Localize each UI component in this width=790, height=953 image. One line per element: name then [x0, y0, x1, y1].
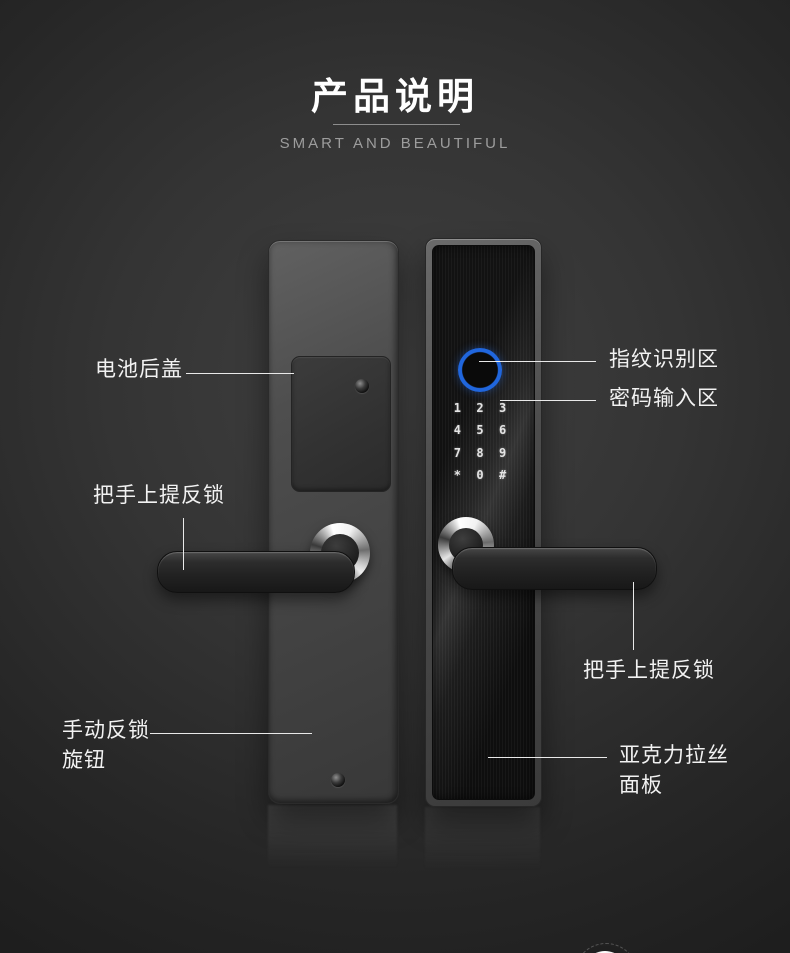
keypad-key-1: 1	[453, 401, 461, 416]
page-subtitle: SMART AND BEAUTIFUL	[279, 135, 511, 152]
acrylic-panel-label: 亚克力拉丝 面板	[619, 741, 729, 801]
back-lock-reflection	[268, 805, 397, 879]
password-keypad: 1 2 3 4 5 6 7 8 9 * 0 #	[446, 397, 514, 486]
back-door-handle	[157, 551, 355, 593]
keypad-key-hash: #	[499, 467, 507, 482]
password-callout-line	[500, 400, 596, 401]
keypad-key-4: 4	[453, 423, 461, 438]
battery-cover-callout-line	[186, 373, 294, 374]
keypad-key-8: 8	[476, 445, 484, 460]
keypad-key-3: 3	[499, 401, 507, 416]
lock-back-panel	[268, 240, 638, 953]
fingerprint-callout-line	[479, 361, 596, 362]
keypad-key-6: 6	[499, 423, 507, 438]
screw-icon	[331, 773, 345, 787]
manual-knob-label-line1: 手动反锁	[62, 719, 150, 742]
keypad-key-5: 5	[476, 423, 484, 438]
fingerprint-area-label: 指纹识别区	[609, 348, 719, 371]
handle-lift-left-label: 把手上提反锁	[93, 484, 225, 507]
manual-knob-callout-line	[150, 733, 312, 734]
acrylic-panel-callout-line	[488, 757, 607, 758]
screw-icon	[355, 379, 369, 393]
handle-lift-right-callout-line	[633, 582, 634, 650]
handle-lift-left-callout-line	[183, 518, 184, 570]
battery-cover-label: 电池后盖	[95, 358, 183, 381]
manual-knob-label: 手动反锁 旋钮	[62, 716, 150, 776]
manual-knob-label-line2: 旋钮	[62, 749, 106, 772]
keypad-key-star: *	[453, 467, 461, 482]
front-door-handle	[452, 547, 657, 590]
fingerprint-sensor	[458, 348, 502, 392]
keypad-key-7: 7	[453, 445, 461, 460]
page-title: 产品说明	[311, 76, 479, 117]
handle-lift-right-label: 把手上提反锁	[583, 659, 715, 682]
title-divider	[333, 124, 460, 125]
keypad-key-9: 9	[499, 445, 507, 460]
manual-deadbolt-knob	[582, 951, 628, 953]
password-area-label: 密码输入区	[609, 387, 719, 410]
battery-cover	[291, 356, 391, 492]
acrylic-panel-label-line1: 亚克力拉丝	[619, 744, 729, 767]
acrylic-panel-label-line2: 面板	[619, 774, 663, 797]
keypad-key-2: 2	[476, 401, 484, 416]
keypad-key-0: 0	[476, 467, 484, 482]
front-lock-reflection	[425, 807, 540, 881]
